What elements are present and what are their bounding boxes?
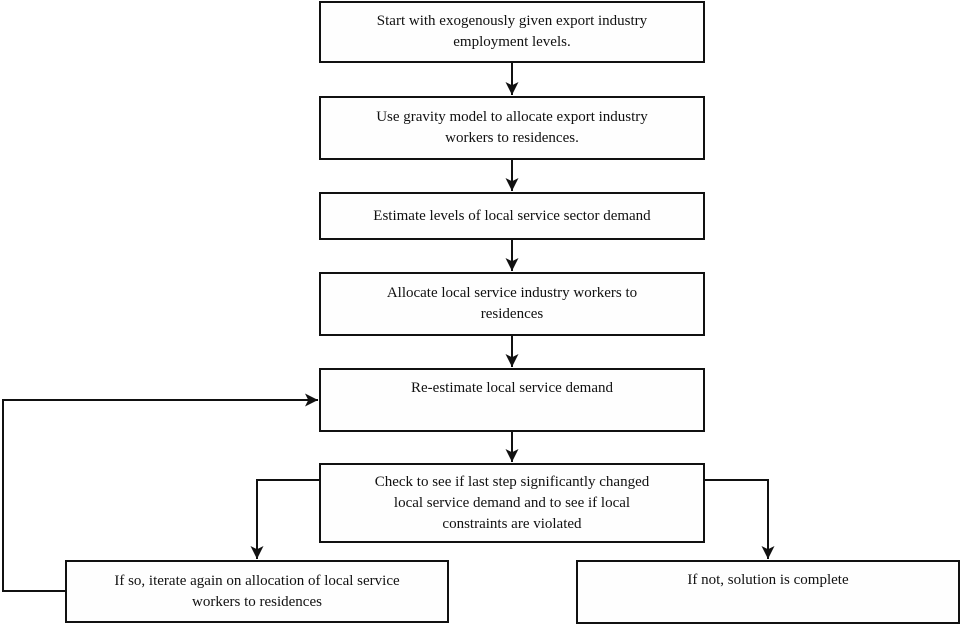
edge-check-to-iterate [250,479,319,559]
node-reestimate-demand-label: Re-estimate local service demand [411,380,613,396]
edge-check-to-complete [704,479,775,559]
node-start: Start with exogenously given export indu… [319,1,705,63]
node-gravity-model: Use gravity model to allocate export ind… [319,96,705,160]
node-reestimate-demand: Re-estimate local service demand [319,368,705,432]
node-check-step-label: Check to see if last step significantly … [374,473,650,532]
node-gravity-model-label: Use gravity model to allocate export ind… [376,109,648,146]
node-iterate-again: If so, iterate again on allocation of lo… [65,560,449,623]
node-check-step: Check to see if last step significantly … [319,463,705,543]
node-allocate-workers-label: Allocate local service industry workers … [386,285,638,322]
node-start-label: Start with exogenously given export indu… [376,13,648,50]
node-estimate-demand: Estimate levels of local service sector … [319,192,705,240]
node-iterate-again-label: If so, iterate again on allocation of lo… [114,572,400,610]
node-solution-complete-label: If not, solution is complete [687,572,849,588]
node-allocate-workers: Allocate local service industry workers … [319,272,705,336]
node-estimate-demand-label: Estimate levels of local service sector … [373,207,651,224]
node-solution-complete: If not, solution is complete [576,560,960,624]
